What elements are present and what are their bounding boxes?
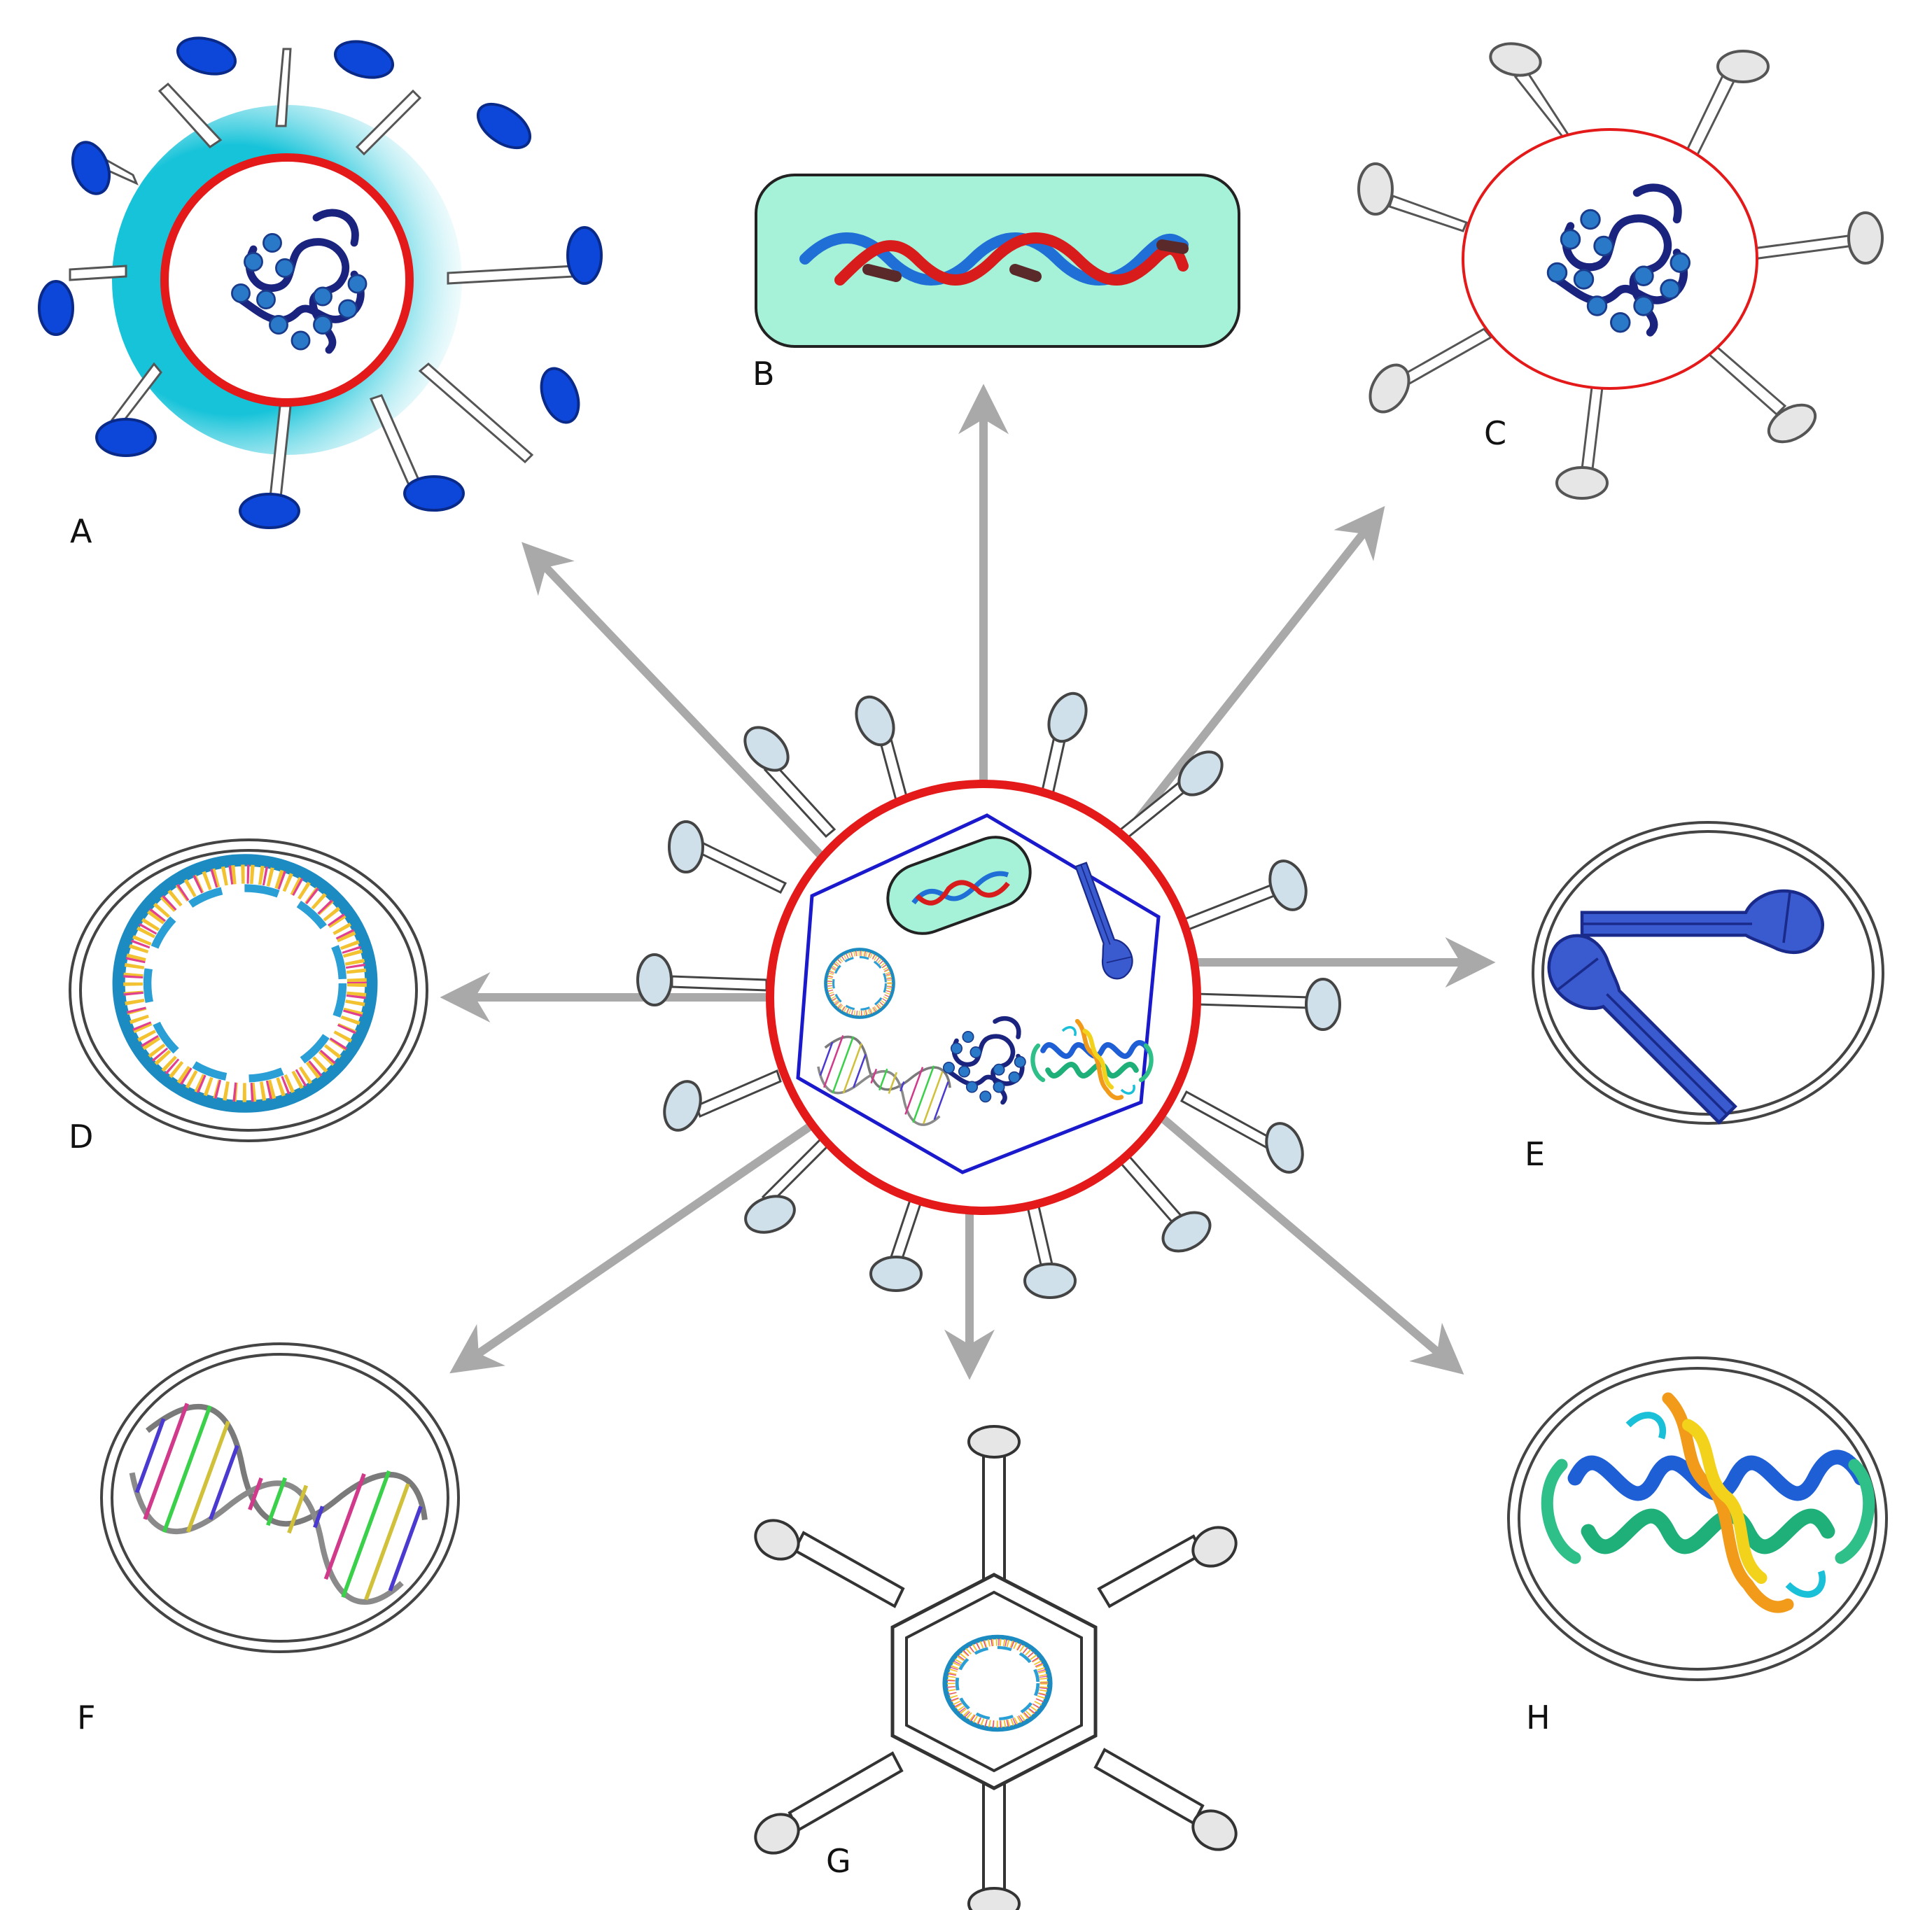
label-c: C	[1484, 414, 1506, 452]
label-e: E	[1525, 1135, 1545, 1173]
panel-e-antibodies	[1532, 821, 1884, 1138]
label-a: A	[70, 512, 92, 550]
dsdna-icon	[117, 1389, 437, 1615]
panel-b-rna-capsule	[755, 174, 1240, 348]
arrow-to-a	[522, 542, 830, 864]
label-d: D	[69, 1118, 93, 1156]
rna-strand-red	[834, 232, 1189, 286]
label-f: F	[77, 1699, 95, 1736]
capsid-inner-hexagon	[905, 1590, 1083, 1773]
protein-ribbon-icon	[1547, 1398, 1868, 1607]
circular-dna-icon	[119, 860, 372, 1107]
panel-d-circular-dna	[69, 838, 428, 1142]
panel-c-virus-like-particle	[1357, 42, 1884, 500]
center-virus	[636, 691, 1341, 1299]
mini-rna-capsule	[886, 836, 1032, 935]
panel-a-enveloped-virus	[38, 36, 603, 529]
glycoprotein-heads	[38, 36, 603, 529]
panel-f-double-stranded-dna	[100, 1342, 460, 1653]
center-capsid-hexagon	[796, 813, 1161, 1174]
panel-g-hexagonal-capsid	[754, 1425, 1238, 1910]
label-h: H	[1526, 1699, 1550, 1736]
arrow-to-h	[1145, 1102, 1464, 1375]
panel-h-protein-structure	[1507, 1356, 1888, 1681]
label-g: G	[826, 1842, 851, 1880]
arrow-to-f	[449, 1102, 843, 1374]
antibody-icon	[1582, 891, 1823, 953]
label-b: B	[752, 355, 775, 393]
arrow-to-c	[1124, 506, 1385, 836]
antibody-icon	[1534, 924, 1747, 1137]
